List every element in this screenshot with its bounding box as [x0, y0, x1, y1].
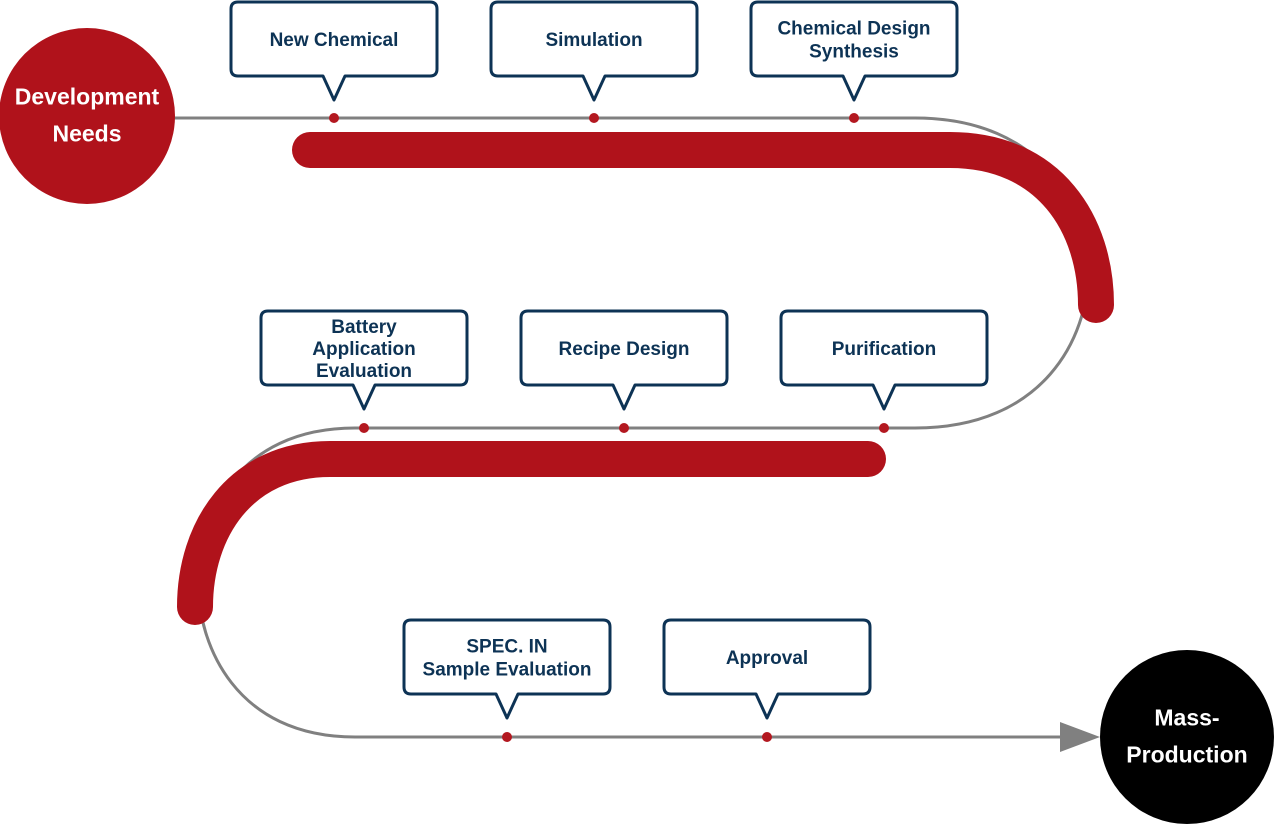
step-marker-dot — [329, 113, 339, 123]
step-label: Recipe Design — [559, 339, 690, 360]
step-callout-box — [259, 309, 469, 411]
step-marker-dot — [619, 423, 629, 433]
process-step: New Chemical — [229, 0, 439, 123]
label-line: Approval — [726, 648, 808, 669]
step-callout-box — [662, 618, 872, 720]
label-line: Development — [15, 84, 160, 110]
label-line: Purification — [832, 339, 937, 360]
step-callout-box — [402, 618, 612, 720]
end-circle — [1100, 650, 1274, 824]
step-label: Purification — [832, 339, 937, 360]
process-step: Purification — [779, 309, 989, 433]
label-line: Needs — [52, 121, 121, 147]
label-line: Simulation — [545, 30, 642, 51]
step-marker-dot — [502, 732, 512, 742]
label-line: New Chemical — [270, 30, 399, 51]
step-label: Approval — [726, 648, 808, 669]
label-line: Evaluation — [316, 361, 412, 382]
step-callout-box — [519, 309, 729, 411]
process-step: Recipe Design — [519, 309, 729, 433]
label-line: Application — [312, 339, 415, 360]
process-step: Approval — [662, 618, 872, 742]
label-line: Chemical Design — [777, 19, 930, 40]
label-line: SPEC. IN — [466, 637, 547, 658]
step-callout-box — [749, 0, 959, 102]
end-node: Mass- Production — [1100, 650, 1274, 824]
step-marker-dot — [359, 423, 369, 433]
step-marker-dot — [762, 732, 772, 742]
progress-ribbon — [177, 132, 1114, 625]
step-label: New Chemical — [270, 30, 399, 51]
label-line: Sample Evaluation — [423, 660, 592, 681]
label-line: Synthesis — [809, 42, 899, 63]
start-circle — [0, 28, 175, 204]
step-marker-dot — [589, 113, 599, 123]
step-label: Simulation — [545, 30, 642, 51]
label-line: Mass- — [1154, 705, 1219, 731]
process-step: Simulation — [489, 0, 699, 123]
label-line: Battery — [331, 317, 397, 338]
step-callout-box — [229, 0, 439, 102]
arrow-head-icon — [1060, 722, 1100, 752]
step-callout-box — [779, 309, 989, 411]
process-path-line — [170, 116, 1090, 739]
label-line: Production — [1126, 742, 1247, 768]
step-callout-box — [489, 0, 699, 102]
label-line: Recipe Design — [559, 339, 690, 360]
end-label: Mass- Production — [1126, 705, 1247, 768]
step-marker-dot — [879, 423, 889, 433]
step-marker-dot — [849, 113, 859, 123]
